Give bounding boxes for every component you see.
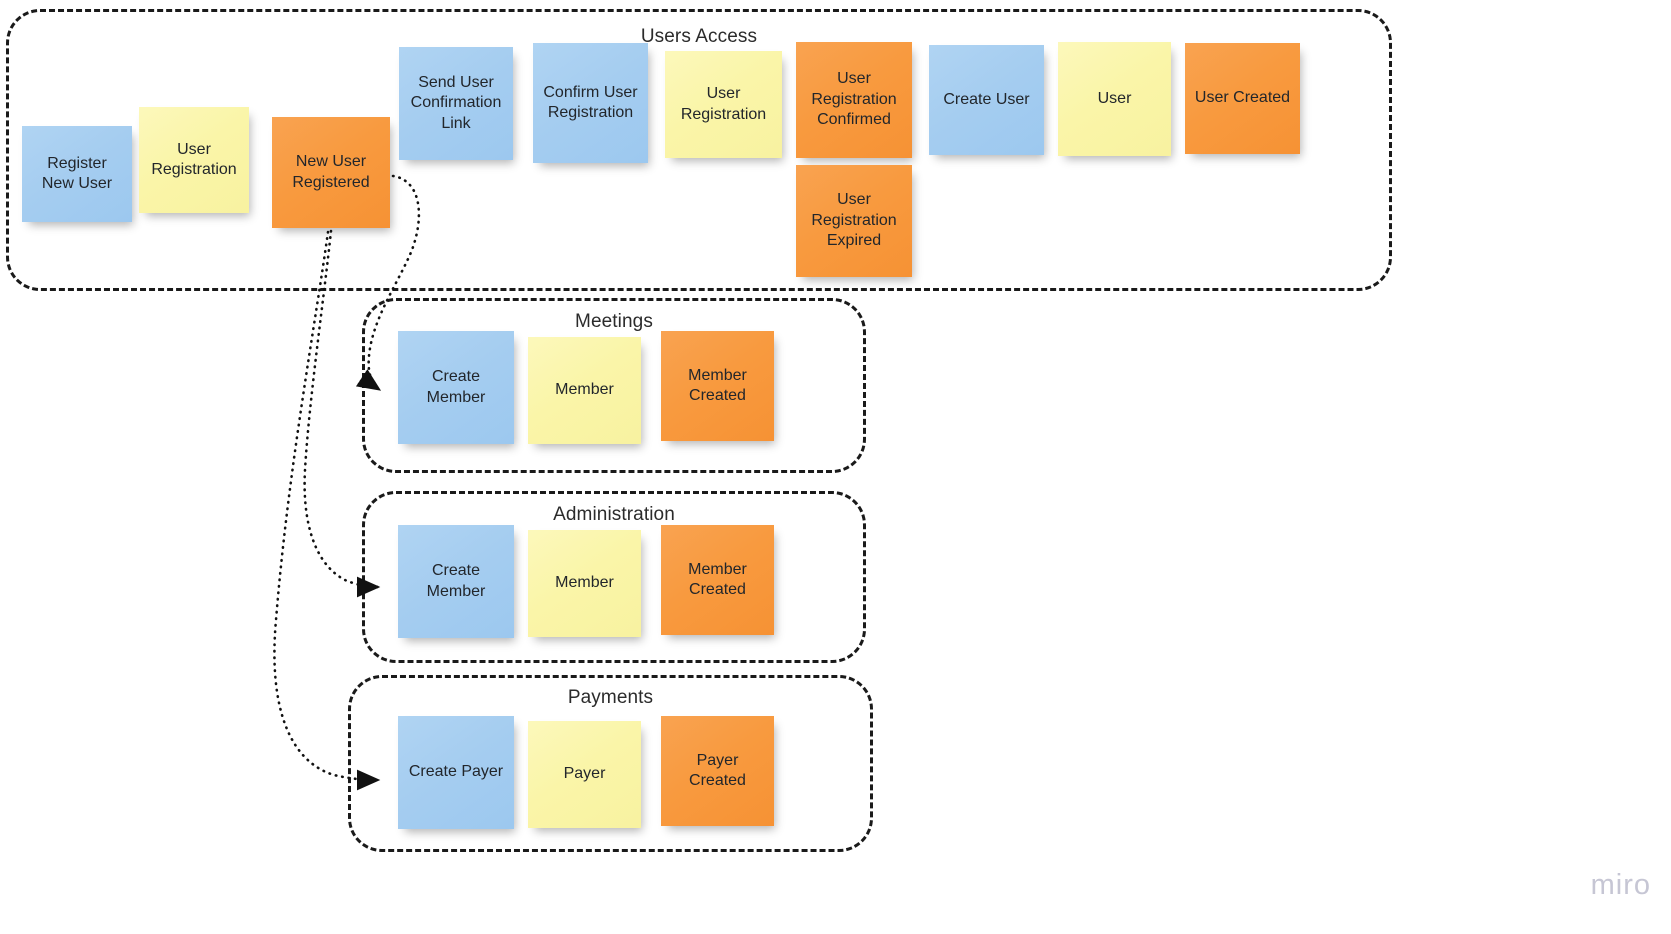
note-send-user-confirmation-link[interactable]: Send User Confirmation Link	[399, 47, 513, 160]
note-label: Member	[555, 574, 614, 592]
note-user-registration-expired[interactable]: User Registration Expired	[796, 165, 912, 277]
note-label: User Created	[1194, 89, 1291, 107]
note-label: Create Member	[426, 368, 486, 406]
note-label: Member Created	[688, 560, 747, 598]
note-label: Send User Confirmation Link	[410, 73, 502, 132]
note-label: Payer	[563, 765, 606, 783]
note-register-new-user[interactable]: Register New User	[22, 126, 132, 222]
note-user-registration-2[interactable]: User Registration	[665, 51, 782, 158]
group-title-administration: Administration	[553, 504, 675, 525]
note-user-created[interactable]: User Created	[1185, 43, 1300, 154]
note-label: User	[1097, 89, 1132, 107]
note-payments-payer[interactable]: Payer	[528, 721, 641, 828]
note-label: Payer Created	[689, 751, 746, 789]
note-label: Create User	[943, 90, 1030, 108]
group-title-meetings: Meetings	[575, 311, 653, 332]
note-label: Create Member	[426, 562, 486, 600]
note-meetings-create-member[interactable]: Create Member	[398, 331, 514, 444]
note-administration-create-member[interactable]: Create Member	[398, 525, 514, 638]
note-label: New User Registered	[292, 153, 370, 191]
note-label: Member Created	[688, 366, 747, 404]
note-label: User Registration	[151, 140, 237, 178]
note-user-registration-1[interactable]: User Registration	[139, 107, 249, 213]
note-label: User Registration Confirmed	[811, 70, 897, 129]
note-confirm-user-registration[interactable]: Confirm User Registration	[533, 43, 648, 163]
note-meetings-member[interactable]: Member	[528, 337, 641, 444]
note-payments-payer-created[interactable]: Payer Created	[661, 716, 774, 826]
note-label: Member	[555, 381, 614, 399]
group-title-users-access: Users Access	[640, 26, 758, 47]
note-user-registration-confirmed[interactable]: User Registration Confirmed	[796, 42, 912, 158]
note-create-user[interactable]: Create User	[929, 45, 1044, 155]
note-label: User Registration Expired	[811, 191, 897, 250]
note-meetings-member-created[interactable]: Member Created	[661, 331, 774, 441]
group-title-payments: Payments	[567, 687, 654, 708]
note-label: Confirm User Registration	[543, 83, 638, 121]
note-administration-member-created[interactable]: Member Created	[661, 525, 774, 635]
note-label: Create Payer	[408, 763, 504, 781]
note-label: User Registration	[680, 85, 767, 123]
note-payments-create-payer[interactable]: Create Payer	[398, 716, 514, 829]
miro-watermark: miro	[1590, 869, 1651, 901]
note-new-user-registered[interactable]: New User Registered	[272, 117, 390, 228]
note-label: Register New User	[41, 154, 113, 192]
note-administration-member[interactable]: Member	[528, 530, 641, 637]
note-user[interactable]: User	[1058, 42, 1171, 156]
